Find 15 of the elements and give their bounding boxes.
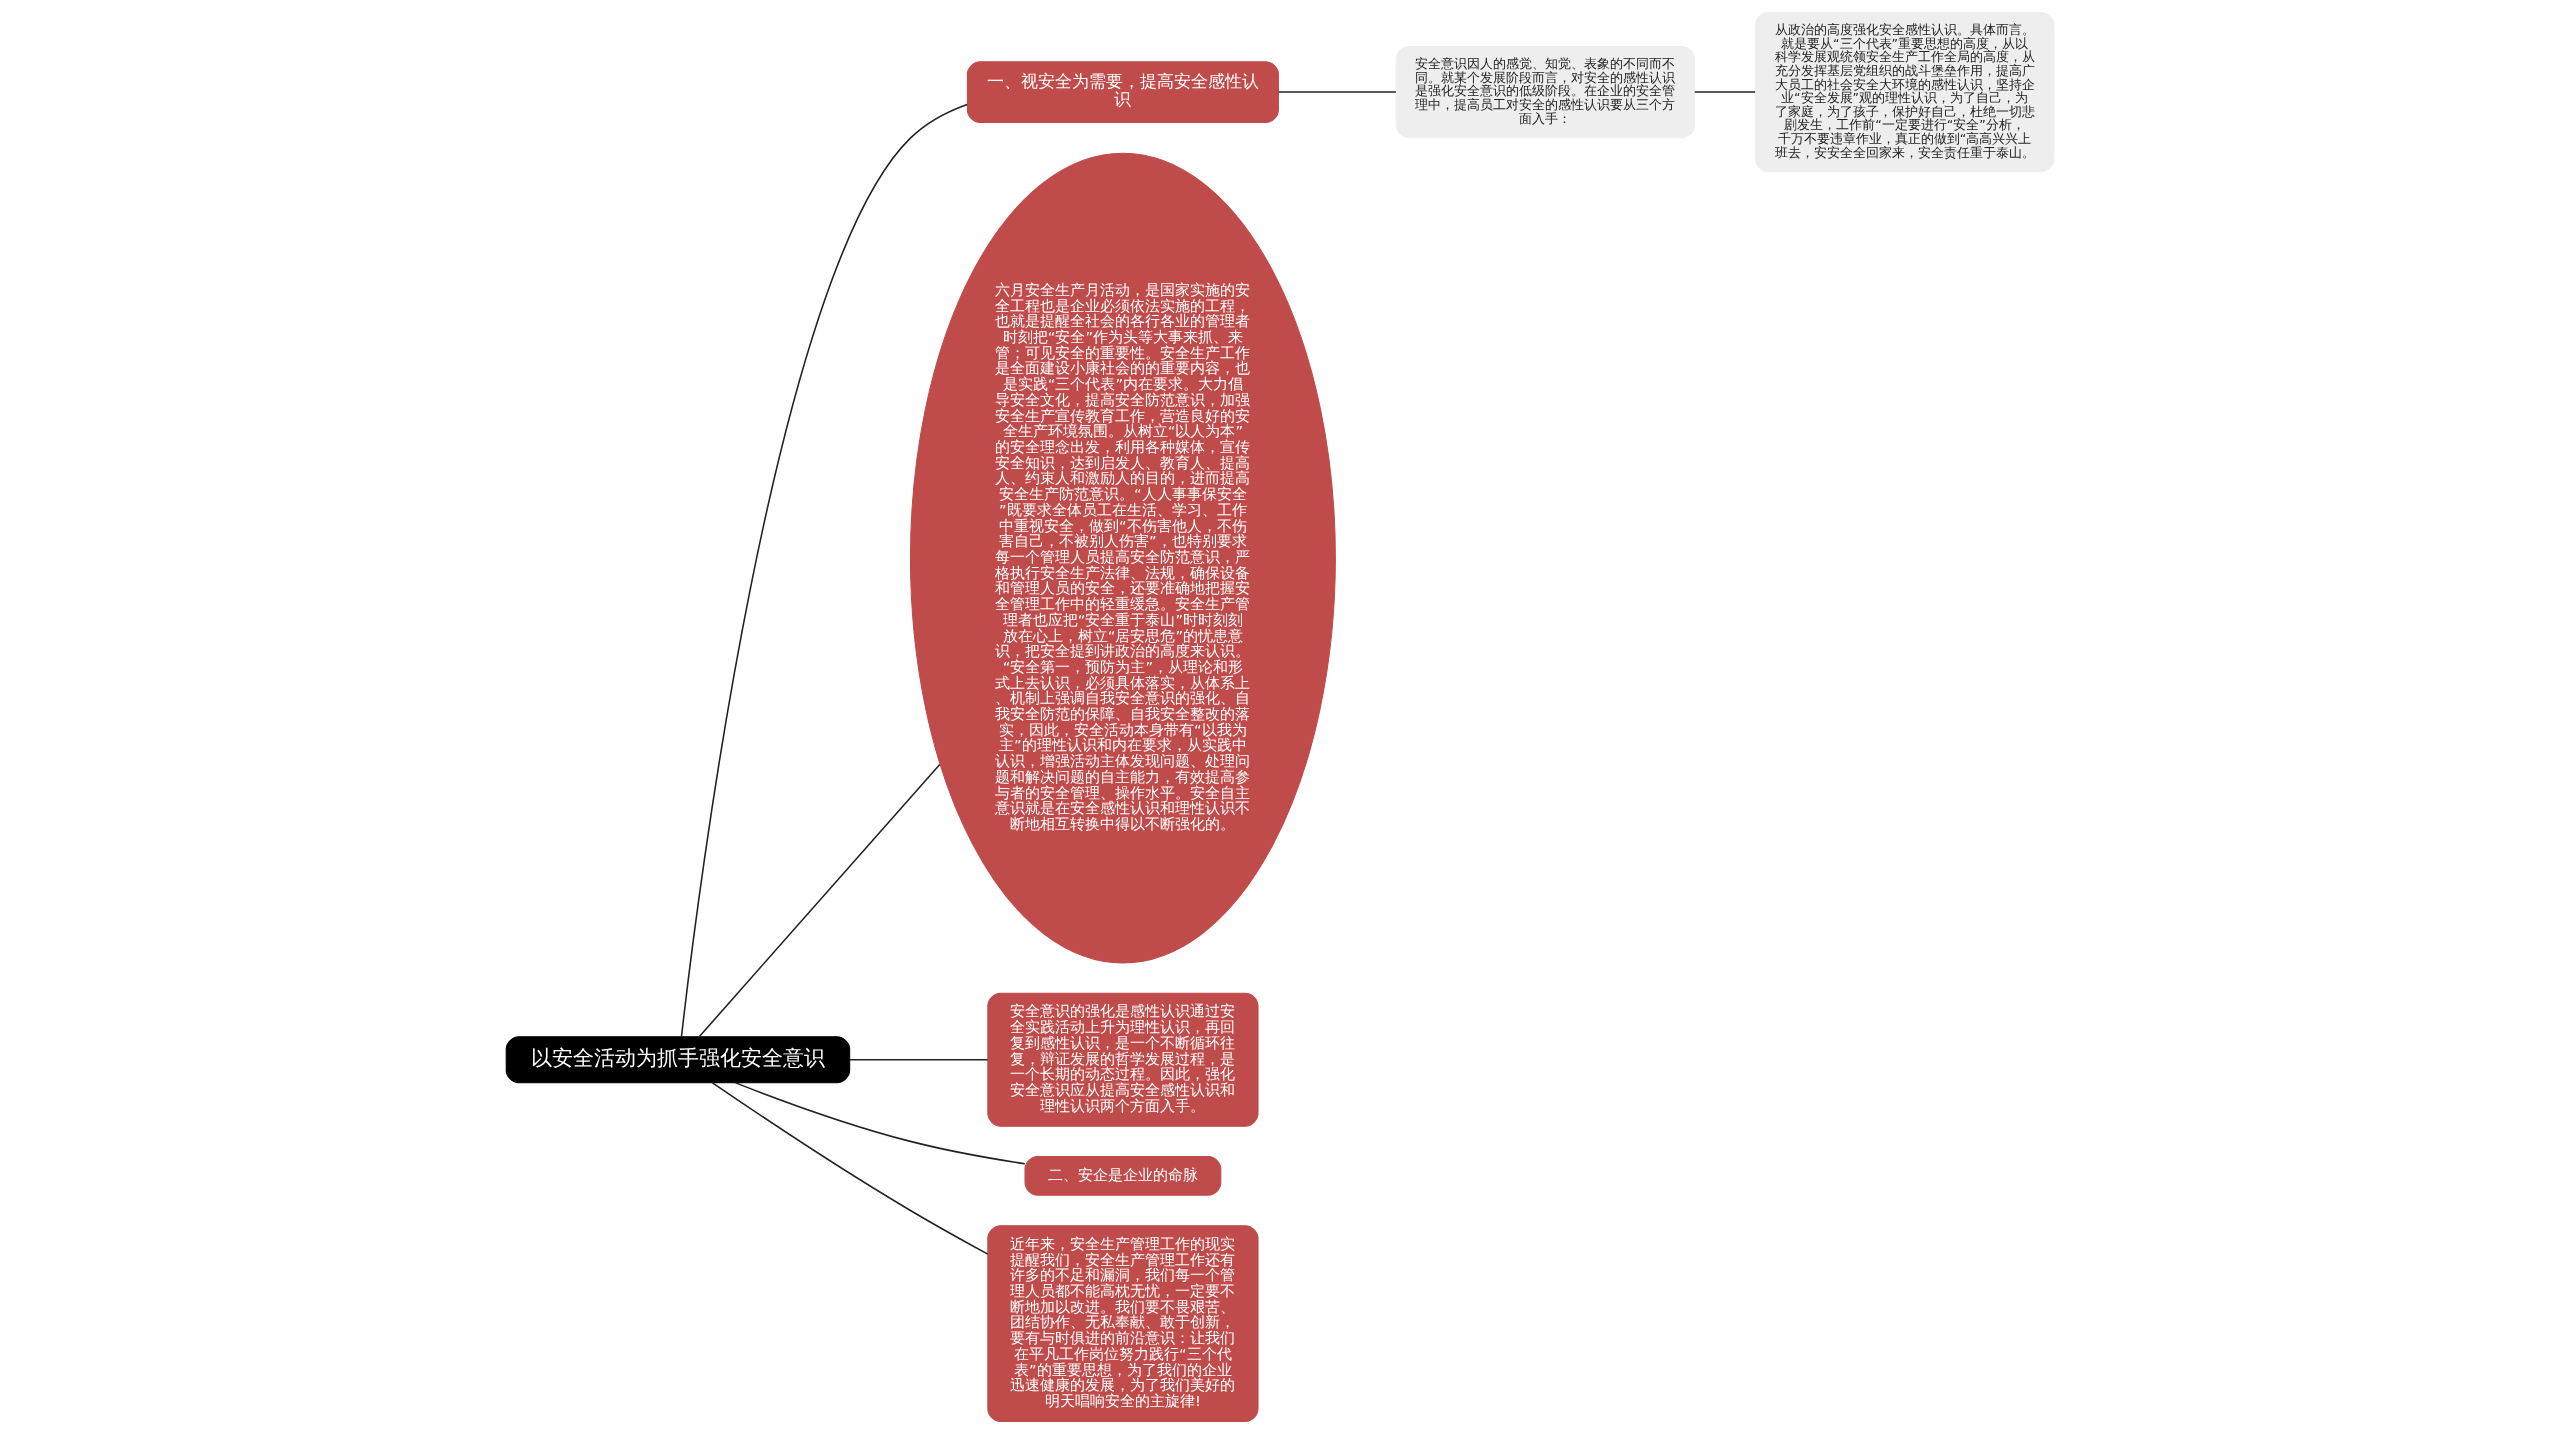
node-box: 一、视安全为需要，提高安全感性认识 bbox=[966, 61, 1279, 123]
connector bbox=[734, 1082, 1026, 1165]
node-box: 二、安企是企业的命脉 bbox=[1024, 1156, 1222, 1196]
node-ellipse: 六月安全生产月活动，是国家实施的安全工程也是企业必须依法实施的工程，也就是提醒全社会的各行各业的管理者时刻把“安全”作为头等大事来抓、来管；可见安全的重要性。安全生产工作是全面建设小康社会的的重要内容，也是实践“三个代表”内在要求。大力倡导安全文化，提高安全防范意识，加强安全生产宣传教育工作，营造良好的安全生产环境氛围。从树立“以人为本”的安全理念出发，利用各种媒体，宣传安全知识，达到启发人、教育人、提高人、约束人和激励人的目的，进而提高安全生产防范意识。“人人事事保安全”既要求全体员工在生活、学习、工作中重视安全，做到“不伤害他人，不伤害自己，不被别人伤害”，也特别要求每一个管理人员提高安全防范意识，严格执行安全生产法律、法规，确保设备和管理人员的安全，还要准确地把握安全管理工作中的轻重缓急。安全生产管理者也应把“安全重于泰山”时时刻刻放在心上，树立“居安思危”的忧患意识，把安全提到讲政治的高度来认识。“安全第一，预防为主”，从理论和形式上去认识，必须具体落实，从体系上、机制上强调自我安全意识的强化、自我安全防范的保障、自我安全整改的落实，因此，安全活动本身带有“以我为主”的理性认识和内在要求，从实践中认识，增强活动主体发现问题、处理问题和解决问题的自主能力，有效提高参与者的安全管理、操作水平。安全自主意识就是在安全感性认识和理性认识不断地相互转换中得以不断强化的。 bbox=[909, 152, 1336, 964]
connector bbox=[680, 103, 968, 1038]
node-box: 以安全活动为抓手强化安全意识 bbox=[505, 1036, 851, 1084]
connector bbox=[849, 1058, 989, 1061]
connector bbox=[698, 763, 941, 1038]
connector bbox=[1277, 91, 1397, 93]
node-box: 近年来，安全生产管理工作的现实提醒我们，安全生产管理工作还有许多的不足和漏洞，我们每一个管理人员都不能高枕无忧，一定要不断地加以改进。我们要不畏艰苦、团结协作、无私奉献、敢于创新，要有与时俱进的前沿意识：让我们在平凡工作岗位努力践行“三个代表”的重要思想，为了我们的企业迅速健康的发展，为了我们美好的明天唱响安全的主旋律! bbox=[987, 1225, 1259, 1423]
node-box: 从政治的高度强化安全感性认识。具体而言。就是要从“三个代表”重要思想的高度，从以科学发展观统领安全生产工作全局的高度，从充分发挥基层党组织的战斗堡垒作用，提高广大员工的社会安全大环境的感性认识，坚持企业“安全发展”观的理性认识，为了自己，为了家庭，为了孩子，保护好自己，杜绝一切悲剧发生，工作前“一定要进行“安全”分析，千万不要违章作业，真正的做到“高高兴兴上班去，安安全全回家来，安全责任重于泰山。 bbox=[1754, 11, 2055, 173]
node-box: 安全意识的强化是感性认识通过安全实践活动上升为理性认识，再回复到感性认识，是一个不断循环往复，辩证发展的哲学发展过程，是一个长期的动态过程。因此，强化安全意识应从提高安全感性认识和理性认识两个方面入手。 bbox=[987, 992, 1259, 1127]
node-box: 安全意识因人的感觉、知觉、表象的不同而不同。就某个发展阶段而言，对安全的感性认识是强化安全意识的低级阶段。在企业的安全管理中，提高员工对安全的感性认识要从三个方面入手： bbox=[1395, 46, 1696, 139]
connector bbox=[1694, 91, 1756, 93]
connector bbox=[711, 1082, 989, 1255]
